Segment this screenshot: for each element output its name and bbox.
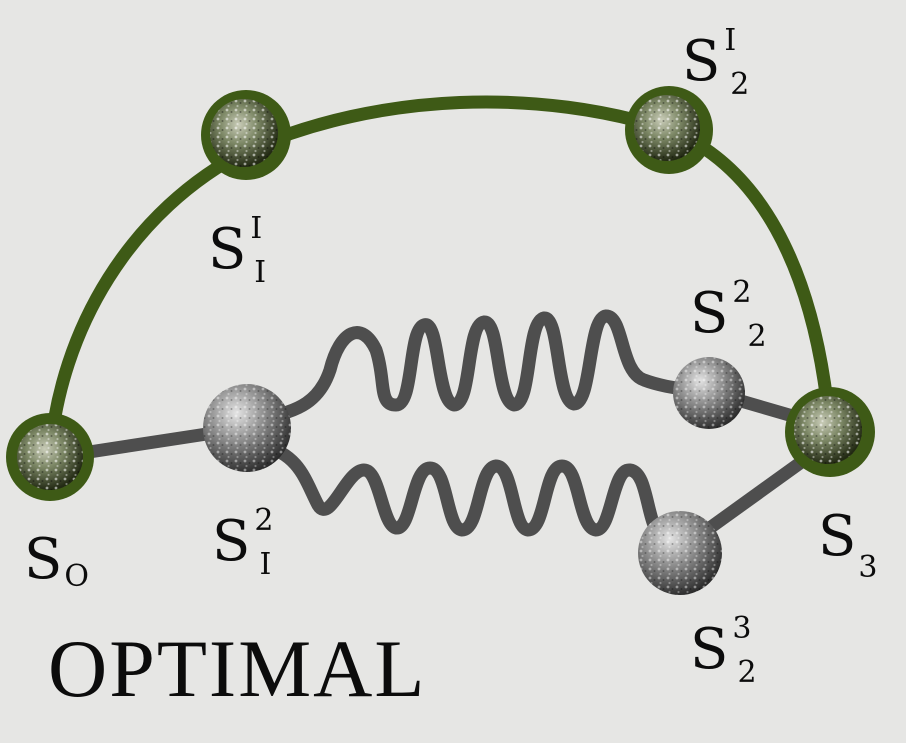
label-s0: SO	[24, 527, 89, 594]
label-s3: S3	[818, 504, 877, 585]
wavy-path-upper	[255, 309, 697, 425]
diagram-caption: OPTIMAL	[48, 623, 427, 714]
node-s0	[6, 413, 94, 501]
optimal-path-arc	[43, 95, 837, 462]
node-s2-1	[625, 86, 713, 174]
wavy-path-lower	[255, 438, 667, 543]
node-s1-1	[201, 90, 291, 180]
node-s3-2	[638, 511, 722, 595]
node-s2-2	[673, 357, 745, 429]
node-s3	[785, 387, 875, 477]
node-s1-2	[203, 384, 291, 472]
